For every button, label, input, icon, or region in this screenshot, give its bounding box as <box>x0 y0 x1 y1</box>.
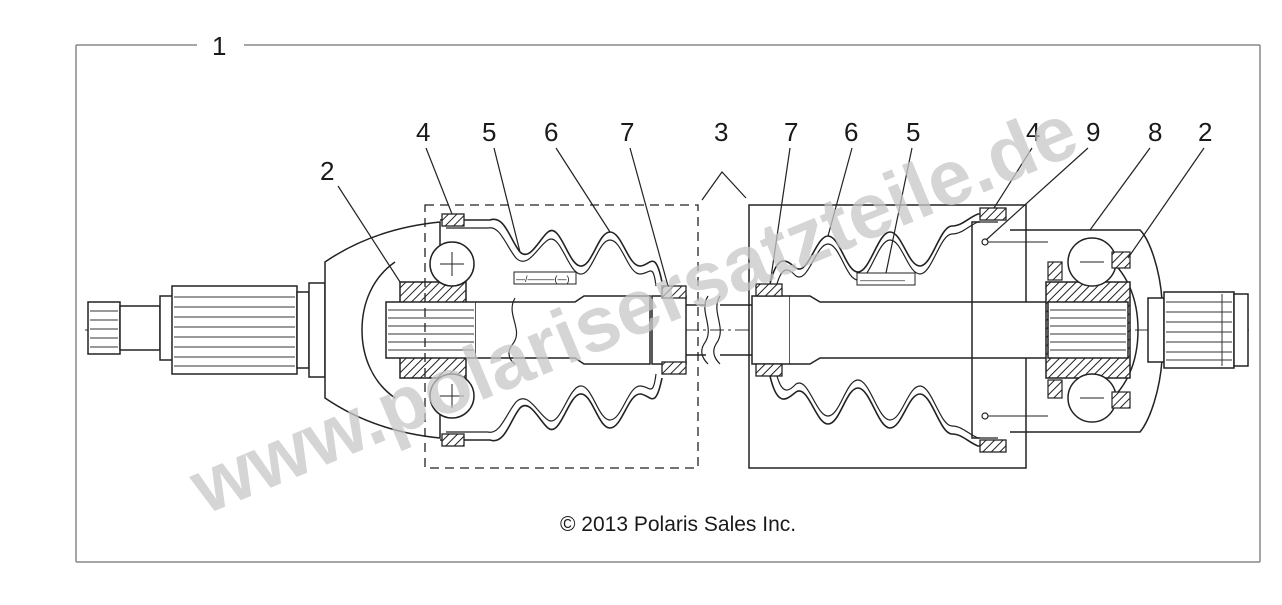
right-boot-clamps <box>755 207 1007 453</box>
left-boot-clamps <box>441 213 687 447</box>
left-shaft-break <box>508 297 518 365</box>
left-splined-bore <box>385 301 477 359</box>
callout-2-left-cv-joint: 2 <box>320 156 334 186</box>
callout-7-left-clamp: 7 <box>620 117 634 147</box>
right-housing-inner <box>1099 251 1139 409</box>
right-splined-bore <box>1047 301 1129 359</box>
callout-4-left-clamp: 4 <box>416 117 430 147</box>
callout-8-housing: 8 <box>1148 117 1162 147</box>
right-boot-bottom-inner <box>775 371 998 439</box>
right-ball-marks <box>1080 261 1104 399</box>
callout-5-left-grease: 5 <box>482 117 496 147</box>
right-shaft-collar <box>751 295 791 365</box>
callout-6-left-boot: 6 <box>544 117 558 147</box>
callout-2-right-cv-joint: 2 <box>1198 117 1212 147</box>
left-spline-teeth <box>90 296 295 367</box>
left-bore-splines <box>388 309 474 351</box>
right-shaft <box>790 295 1049 365</box>
assembly-callout-1: 1 <box>212 31 226 61</box>
left-shaft-collar <box>651 295 687 365</box>
left-housing-inner <box>361 261 396 399</box>
left-shaft <box>476 295 651 365</box>
left-grease-tag <box>513 271 577 285</box>
callout-6-right-boot: 6 <box>844 117 858 147</box>
right-boot-top <box>769 213 1000 285</box>
left-grease-label: —/———(—) <box>516 274 570 284</box>
left-boot-top-inner <box>446 227 657 287</box>
callout-7-right-clamp: 7 <box>784 117 798 147</box>
leader-lines <box>337 147 1205 287</box>
left-cv-housing <box>324 221 441 439</box>
left-ball-crosshair <box>440 252 464 408</box>
callout-3-boot-kit: 3 <box>714 117 728 147</box>
left-boot-bottom-inner <box>446 373 657 433</box>
assembly-frame <box>75 44 1261 563</box>
snap-ring <box>971 221 980 439</box>
left-spline-stub <box>87 282 326 378</box>
right-boot-bottom <box>769 375 1000 447</box>
right-spline-stub <box>1147 291 1249 369</box>
copyright-notice: © 2013 Polaris Sales Inc. <box>560 513 796 536</box>
callout-4-right-clamp: 4 <box>1026 117 1040 147</box>
left-boot-bottom <box>440 377 663 442</box>
callout-5-right-grease: 5 <box>906 117 920 147</box>
center-break-right <box>713 295 721 365</box>
right-boot-top-inner <box>775 221 998 289</box>
center-break-left <box>701 295 709 365</box>
right-spline-teeth <box>1166 294 1232 366</box>
callout-9-snap-ring: 9 <box>1086 117 1100 147</box>
right-cage <box>1047 251 1131 409</box>
left-kit-dashed-box <box>424 204 699 469</box>
right-bore-splines <box>1050 309 1126 351</box>
right-grease-label: ————— <box>860 275 905 285</box>
